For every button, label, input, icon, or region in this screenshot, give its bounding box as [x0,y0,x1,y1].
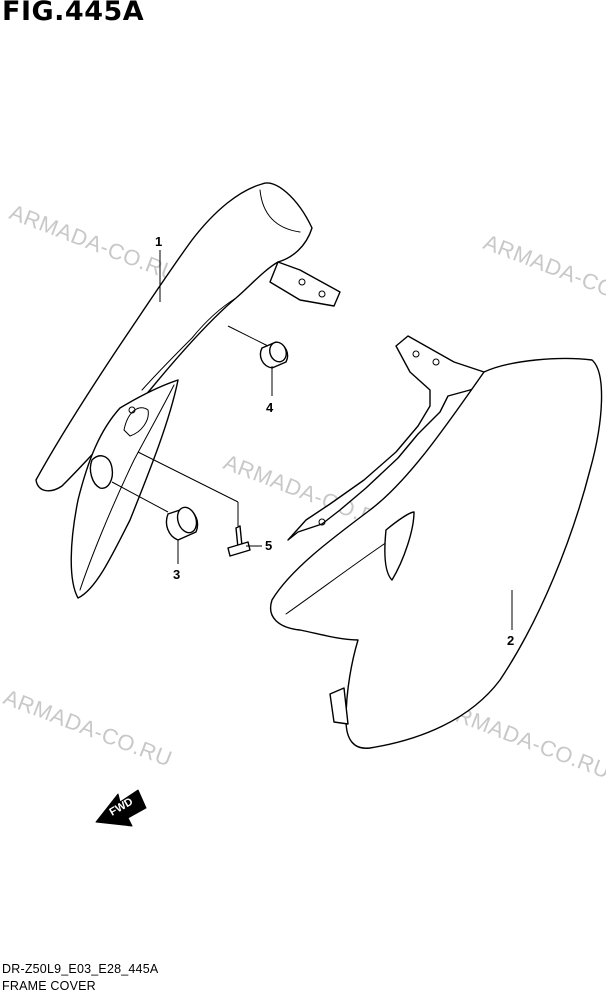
callouts: 1 4 3 5 2 [155,234,514,648]
grommet-part-3 [165,506,199,541]
diagram-caption: FRAME COVER [2,979,96,993]
callout-2: 2 [507,633,514,648]
watermark: ARMADA-CO.RU [480,229,606,316]
watermark: ARMADA-CO.RU [0,684,175,771]
figure-title: FIG.445A [2,0,145,27]
forward-arrow-icon: FWD [95,789,147,827]
leader-lines [111,250,513,630]
callout-1: 1 [155,234,162,249]
diagram-code: DR-Z50L9_E03_E28_445A [2,962,159,976]
callout-3: 3 [173,567,180,582]
cushion-part-4 [259,341,289,369]
frame-cover-right [269,335,603,749]
callout-5: 5 [265,538,272,553]
screw-part-5 [227,525,251,557]
callout-4: 4 [266,400,274,415]
